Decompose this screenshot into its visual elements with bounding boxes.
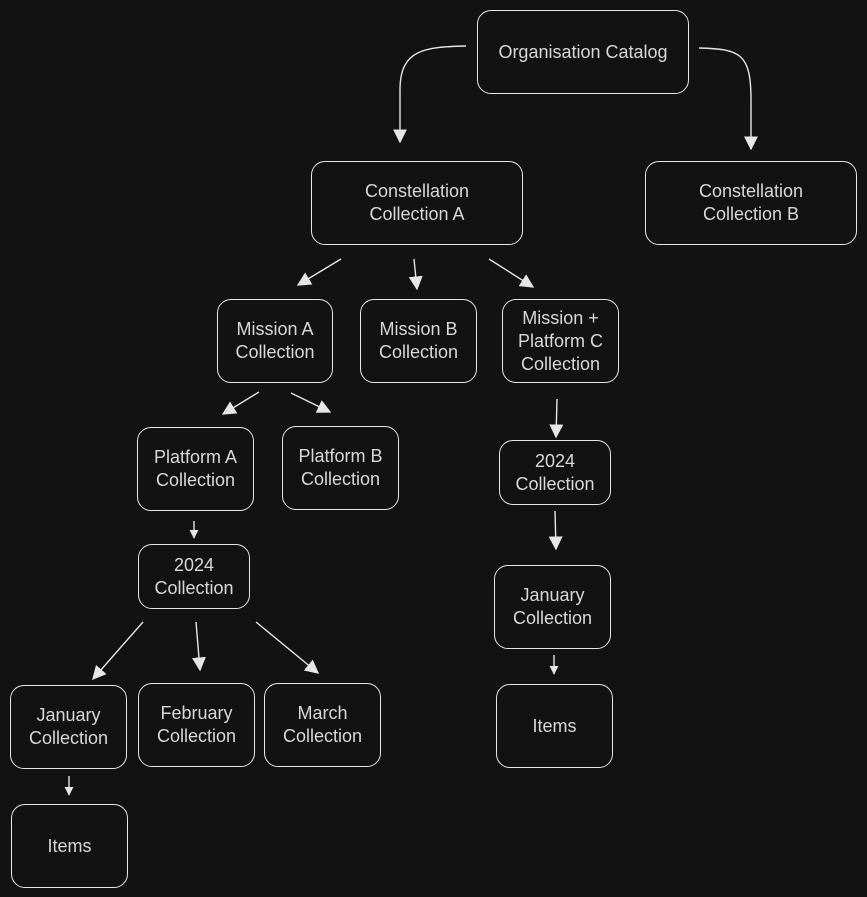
node-march-collection-a: March Collection: [264, 683, 381, 767]
node-2024-collection-c: 2024 Collection: [499, 440, 611, 505]
node-mission-a-collection: Mission A Collection: [217, 299, 333, 383]
node-mission-b-collection: Mission B Collection: [360, 299, 477, 383]
node-items-c: Items: [496, 684, 613, 768]
node-label: January Collection: [512, 585, 593, 628]
node-label: 2024 Collection: [154, 554, 234, 598]
edge-constellation-a-to-mission-platform-c: [488, 258, 535, 288]
edge-org-to-constellation-b: [698, 47, 758, 151]
node-january-collection-c: January Collection: [494, 565, 611, 649]
node-2024-collection-a: 2024 Collection: [138, 544, 250, 609]
node-label: Constellation Collection B: [698, 181, 804, 224]
edge-2024-a-to-february-a: [191, 621, 206, 672]
node-label: Platform A Collection: [153, 447, 238, 490]
node-label: Items: [532, 715, 577, 736]
edge-mission-a-to-platform-a: [221, 391, 260, 415]
node-label: Items: [47, 835, 92, 856]
node-february-collection-a: February Collection: [138, 683, 255, 767]
node-january-collection-a: January Collection: [10, 685, 127, 769]
node-platform-a-collection: Platform A Collection: [137, 427, 254, 511]
node-items-a: Items: [11, 804, 128, 888]
edge-org-to-constellation-a: [393, 45, 467, 144]
node-label: 2024 Collection: [515, 450, 595, 494]
node-label: February Collection: [156, 703, 237, 746]
node-label: Mission A Collection: [235, 319, 315, 362]
edge-2024-a-to-march-a: [255, 621, 320, 674]
node-constellation-collection-a: Constellation Collection A: [311, 161, 523, 245]
edge-constellation-a-to-mission-a: [296, 258, 342, 286]
edge-mission-platform-c-to-2024-c: [549, 398, 564, 439]
node-label: Constellation Collection A: [364, 181, 470, 224]
node-label: Organisation Catalog: [498, 41, 668, 62]
edge-2024-a-to-january-a: [92, 621, 144, 681]
node-constellation-collection-b: Constellation Collection B: [645, 161, 857, 245]
node-label: January Collection: [28, 705, 109, 748]
node-mission-platform-c-collection: Mission + Platform C Collection: [502, 299, 619, 383]
edge-mission-a-to-platform-b: [290, 392, 332, 413]
node-platform-b-collection: Platform B Collection: [282, 426, 399, 510]
node-label: Mission B Collection: [378, 319, 459, 362]
node-label: Mission + Platform C Collection: [517, 307, 604, 374]
edge-2024-c-to-january-c: [548, 510, 563, 551]
node-label: March Collection: [282, 703, 363, 746]
node-organisation-catalog: Organisation Catalog: [477, 10, 689, 94]
edge-constellation-a-to-mission-b: [408, 258, 423, 291]
node-label: Platform B Collection: [298, 446, 383, 489]
